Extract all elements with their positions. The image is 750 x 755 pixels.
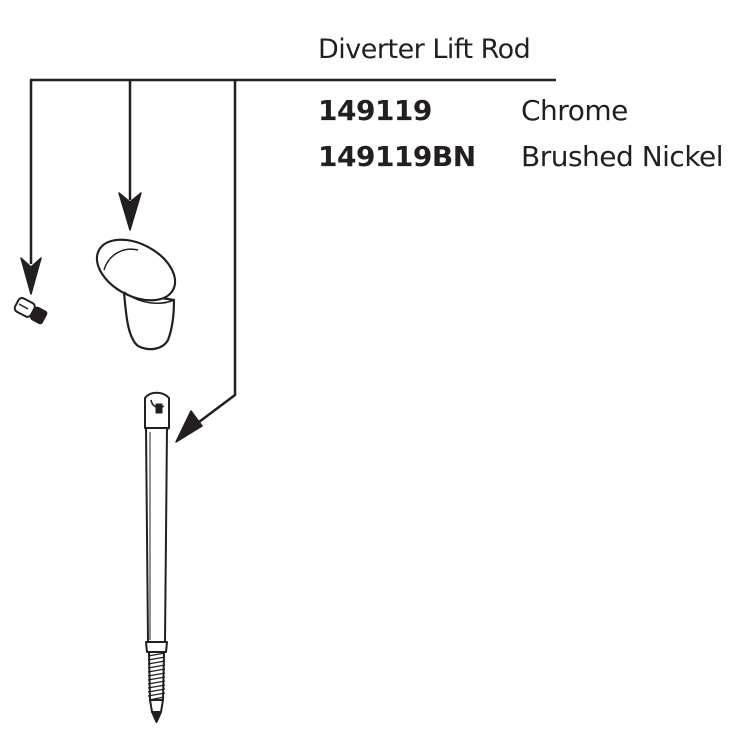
arrowhead-handle bbox=[118, 192, 142, 231]
leader-lines bbox=[29, 78, 556, 426]
set-screw-part bbox=[13, 297, 48, 325]
rod-threads bbox=[147, 652, 166, 701]
finish-brushed-nickel: Brushed Nickel bbox=[521, 140, 724, 173]
lift-knob-part bbox=[95, 238, 177, 351]
part-number-chrome: 149119 bbox=[318, 94, 432, 127]
arrowheads bbox=[20, 192, 203, 443]
arrowhead-screw bbox=[20, 257, 42, 295]
part-number-brushed-nickel: 149119BN bbox=[318, 140, 476, 173]
leader-rod bbox=[194, 80, 237, 426]
arrowhead-rod bbox=[175, 410, 203, 443]
finish-chrome: Chrome bbox=[521, 94, 628, 127]
diagram-title: Diverter Lift Rod bbox=[318, 34, 531, 65]
lift-rod-part bbox=[144, 391, 170, 723]
